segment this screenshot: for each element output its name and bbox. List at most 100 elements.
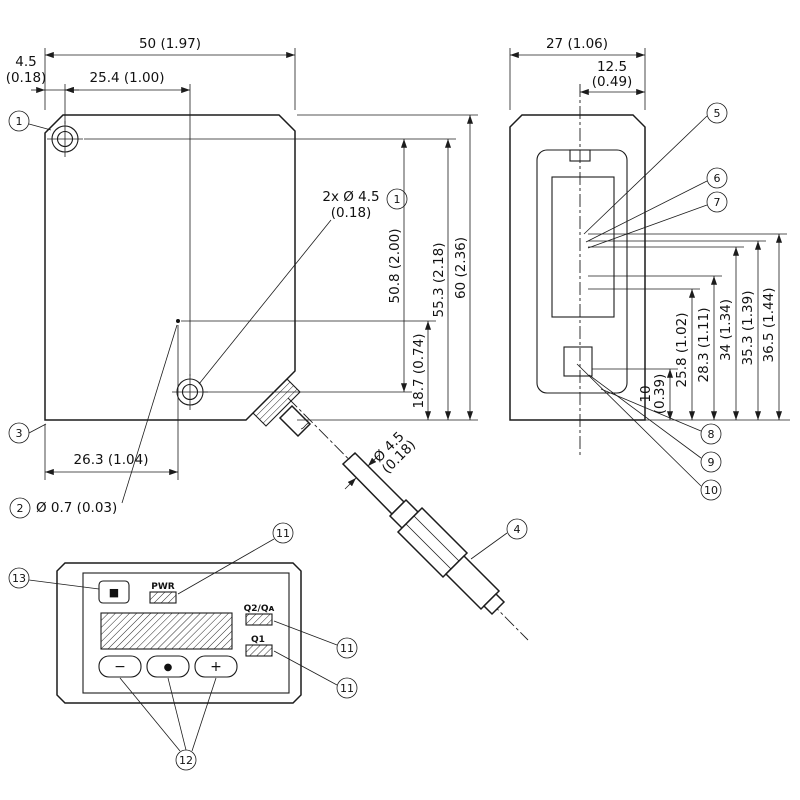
dim-front-ref-x: 26.3 (1.04)	[44, 325, 179, 480]
plus-button	[194, 655, 238, 678]
control-panel-view: ■ PWR Q2/Qᴀ Q1 − ● +	[56, 562, 302, 704]
callout-9: 9	[588, 374, 722, 473]
svg-text:2: 2	[17, 502, 24, 515]
front-offset-mm: 4.5	[15, 54, 36, 70]
dim-front-hole-y: 50.8 (2.00)	[387, 139, 408, 392]
svg-text:9: 9	[708, 456, 715, 469]
q1-led-indicator	[245, 644, 273, 657]
dim-side-h5: 35.3 (1.39)	[740, 241, 762, 420]
callout-6: 6	[585, 167, 728, 243]
dim-side-center: 12.5 (0.49)	[580, 59, 645, 96]
pwr-led-indicator	[149, 591, 177, 604]
front-body-outline	[44, 114, 296, 421]
nut-flat-line-2	[405, 523, 452, 570]
svg-text:13: 13	[12, 572, 26, 585]
dim-front-offset: 4.5 (0.18)	[6, 54, 79, 124]
dim-front-height: 60 (2.36)	[453, 115, 474, 420]
set-button-icon: ●	[164, 662, 173, 673]
dim-front-width: 50 (1.97)	[44, 36, 296, 110]
set-button	[146, 655, 190, 678]
cable-break-mark-2	[346, 453, 356, 461]
connector-barrel	[444, 554, 501, 611]
callout-7: 7	[587, 191, 728, 249]
cable-break-mark	[300, 422, 310, 430]
callout-2: 2	[9, 497, 31, 519]
nut-flat-line	[413, 515, 460, 562]
cable-connector-assembly: Ø 4.5(0.18)	[278, 397, 529, 641]
connector-tip	[482, 592, 506, 616]
side-h3-label: 28.3 (1.11)	[696, 308, 712, 383]
svg-text:1: 1	[394, 193, 401, 206]
front-height-label: 60 (2.36)	[453, 237, 469, 299]
side-h4-label: 34 (1.34)	[718, 299, 734, 361]
callout-5: 5	[583, 102, 728, 235]
cable-stub	[278, 404, 312, 438]
dim-front-hole-x: 25.4 (1.00)	[65, 70, 191, 376]
callout-1b: 1	[386, 188, 408, 210]
callout-12: 12	[119, 677, 217, 771]
front-hole-x-label: 25.4 (1.00)	[90, 70, 165, 86]
callout-4: 4	[470, 518, 528, 560]
side-extension-lines	[588, 233, 790, 421]
dim-side-h1: 10(0.39)	[638, 369, 674, 420]
display-window	[100, 612, 233, 650]
callout-11b: 11	[273, 620, 358, 659]
svg-text:5: 5	[714, 107, 721, 120]
side-h1-label: 10(0.39)	[638, 374, 668, 415]
side-center-mm: 12.5	[597, 59, 627, 75]
svg-text:11: 11	[340, 642, 354, 655]
svg-text:12: 12	[179, 754, 193, 767]
q2-label: Q2/Qᴀ	[244, 604, 275, 614]
side-h5-label: 35.3 (1.39)	[740, 291, 756, 366]
dim-side-depth: 27 (1.06)	[509, 36, 646, 110]
front-offset-in: (0.18)	[6, 70, 47, 86]
front-hole-to-bottom-label: 55.3 (2.18)	[431, 243, 447, 318]
front-width-label: 50 (1.97)	[139, 36, 201, 52]
svg-text:8: 8	[708, 428, 715, 441]
side-h6-label: 36.5 (1.44)	[761, 288, 777, 363]
front-ref-x-label: 26.3 (1.04)	[74, 452, 149, 468]
svg-text:3: 3	[16, 427, 23, 440]
svg-text:11: 11	[340, 682, 354, 695]
svg-text:1: 1	[16, 115, 23, 128]
teach-button	[98, 580, 130, 604]
svg-text:6: 6	[714, 172, 721, 185]
svg-text:10: 10	[704, 484, 718, 497]
label-mounting-holes: 2x Ø 4.5 (0.18)	[198, 189, 380, 385]
dim-front-hole-to-bottom: 55.3 (2.18)	[431, 139, 452, 420]
front-ref-y-label: 18.7 (0.74)	[411, 334, 427, 409]
label-ref-diameter: Ø 0.7 (0.03)	[36, 324, 178, 516]
svg-text:11: 11	[276, 527, 290, 540]
callout-3: 3	[8, 422, 47, 444]
side-view: 27 (1.06) 12.5 (0.49) 10(0.39) 25.8 (1.0…	[509, 36, 790, 455]
callout-13: 13	[8, 567, 100, 590]
cable-diameter-label: Ø 4.5(0.18)	[369, 427, 419, 477]
mounting-holes-label-mm: 2x Ø 4.5	[322, 189, 379, 205]
dim-side-h6: 36.5 (1.44)	[761, 234, 783, 420]
mounting-hole-top	[47, 121, 83, 157]
plus-button-icon: +	[210, 659, 222, 675]
callout-11a: 11	[177, 522, 294, 595]
front-hole-y-label: 50.8 (2.00)	[387, 229, 403, 304]
indicator-aperture	[563, 346, 593, 377]
reference-point	[176, 319, 180, 323]
mounting-holes-label-in: (0.18)	[331, 205, 372, 221]
q2-led-indicator	[245, 613, 273, 626]
dim-front-ref-y: 18.7 (0.74)	[411, 321, 432, 420]
minus-button-icon: −	[114, 659, 126, 675]
svg-text:4: 4	[514, 523, 521, 536]
side-h1-in: (0.39)	[652, 374, 668, 415]
mounting-hole-bottom	[172, 374, 208, 410]
side-depth-label: 27 (1.06)	[546, 36, 608, 52]
callout-1: 1	[8, 110, 52, 132]
ref-diameter-label: Ø 0.7 (0.03)	[36, 500, 117, 516]
callouts: 1 1 2 3 4 5 6	[8, 102, 728, 771]
callout-10: 10	[576, 363, 722, 501]
side-h2-label: 25.8 (1.02)	[674, 313, 690, 388]
dim-side-h4: 34 (1.34)	[718, 247, 740, 420]
teach-button-icon: ■	[109, 586, 119, 599]
svg-text:7: 7	[714, 196, 721, 209]
side-h1-mm: 10	[638, 385, 654, 402]
